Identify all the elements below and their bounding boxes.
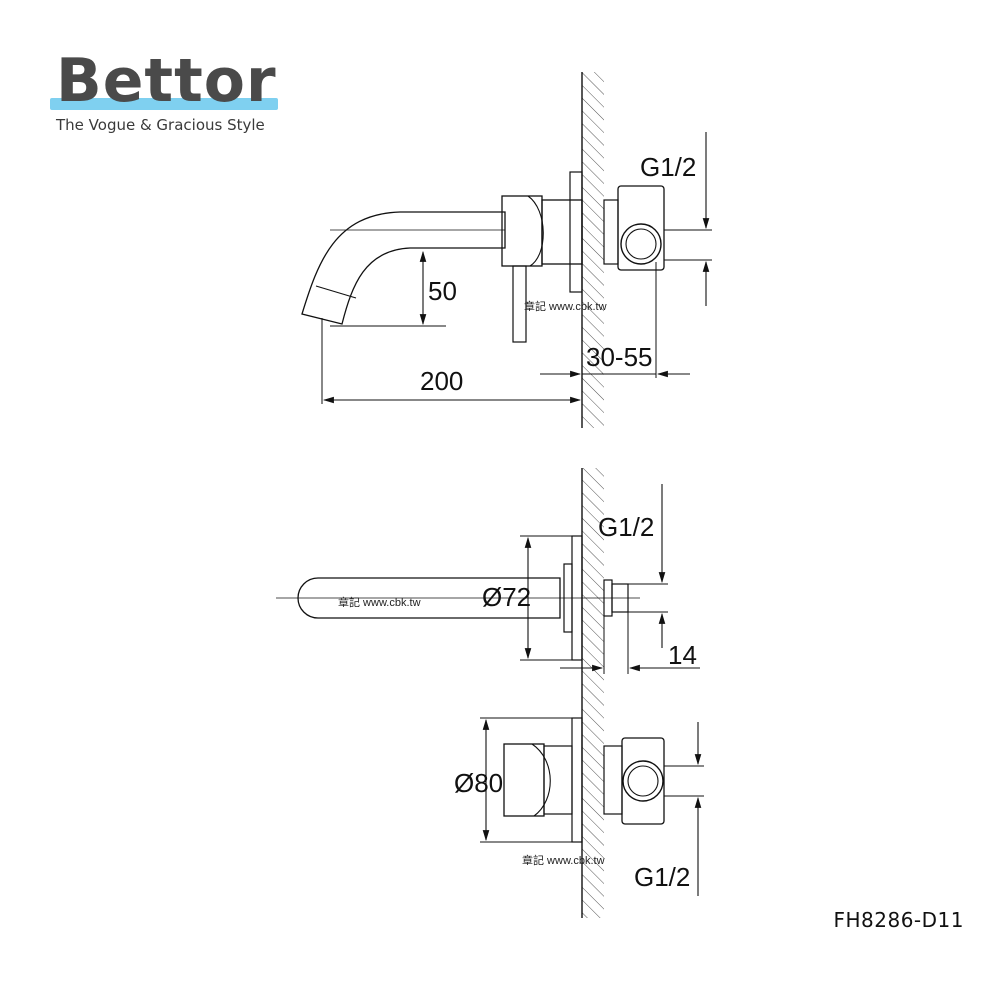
- spout-height-label: 50: [428, 276, 457, 306]
- brand-name: Bettor: [56, 46, 277, 116]
- bottom-thread-label: G1/2: [634, 862, 690, 892]
- valve-inlet-outer-ring: [622, 760, 664, 802]
- watermark-top: 章記 www.cbk.tw: [524, 299, 607, 313]
- spout-aerator-line: [315, 285, 357, 299]
- valve-wall-plate: [571, 717, 583, 843]
- logo-underline-stripe: [50, 98, 278, 110]
- watermark-bottom: 章記 www.cbk.tw: [522, 853, 605, 867]
- valve-handle-curve: [531, 743, 551, 817]
- escutcheon-side: [541, 199, 583, 265]
- middle-thread-label: G1/2: [598, 512, 654, 542]
- inlet-inner-ring: [625, 228, 657, 260]
- inlet-outer-ring: [620, 223, 662, 265]
- valve-body: [543, 745, 573, 815]
- spout-length-label: 200: [420, 366, 463, 396]
- inlet-housing: [617, 185, 665, 271]
- body-block: [501, 195, 543, 267]
- wall-plate-top: [571, 535, 583, 661]
- model-code: FH8286-D11: [833, 908, 964, 932]
- brand-tagline: The Vogue & Gracious Style: [56, 116, 265, 134]
- rough-in-collar: [603, 199, 619, 265]
- handle-lever: [512, 265, 527, 343]
- valve-inlet-housing: [621, 737, 665, 825]
- valve-handle-block: [503, 743, 545, 817]
- watermark-middle: 章記 www.cbk.tw: [338, 595, 421, 609]
- valve-view: Ø80 G1/2 章記 www.cbk.tw: [454, 717, 704, 896]
- wall-hatch-top: [582, 72, 604, 428]
- valve-inlet-inner-ring: [627, 765, 659, 797]
- spout-offset-label: 14: [668, 640, 697, 670]
- spout-outline: [301, 211, 506, 325]
- spout-top-outline: [297, 577, 561, 619]
- wall-hatch-bottom: [582, 468, 604, 918]
- top-view: Ø72 G1/2 14 章記 www.cbk.tw: [276, 468, 700, 918]
- body-curve: [527, 195, 544, 267]
- wall-depth-label: 30-55: [586, 342, 653, 372]
- top-thread-label: G1/2: [640, 152, 696, 182]
- side-view: G1/2 50 200 30-55 章記 www.cbk.tw: [301, 72, 712, 428]
- brand-logo: Bettor The Vogue & Gracious Style: [48, 46, 288, 140]
- valve-rough-in-collar: [603, 745, 623, 815]
- wall-plate-side: [569, 171, 583, 293]
- valve-diameter-label: Ø80: [454, 768, 503, 798]
- plate-diameter-label: Ø72: [482, 582, 531, 612]
- connector-nipple: [611, 583, 629, 613]
